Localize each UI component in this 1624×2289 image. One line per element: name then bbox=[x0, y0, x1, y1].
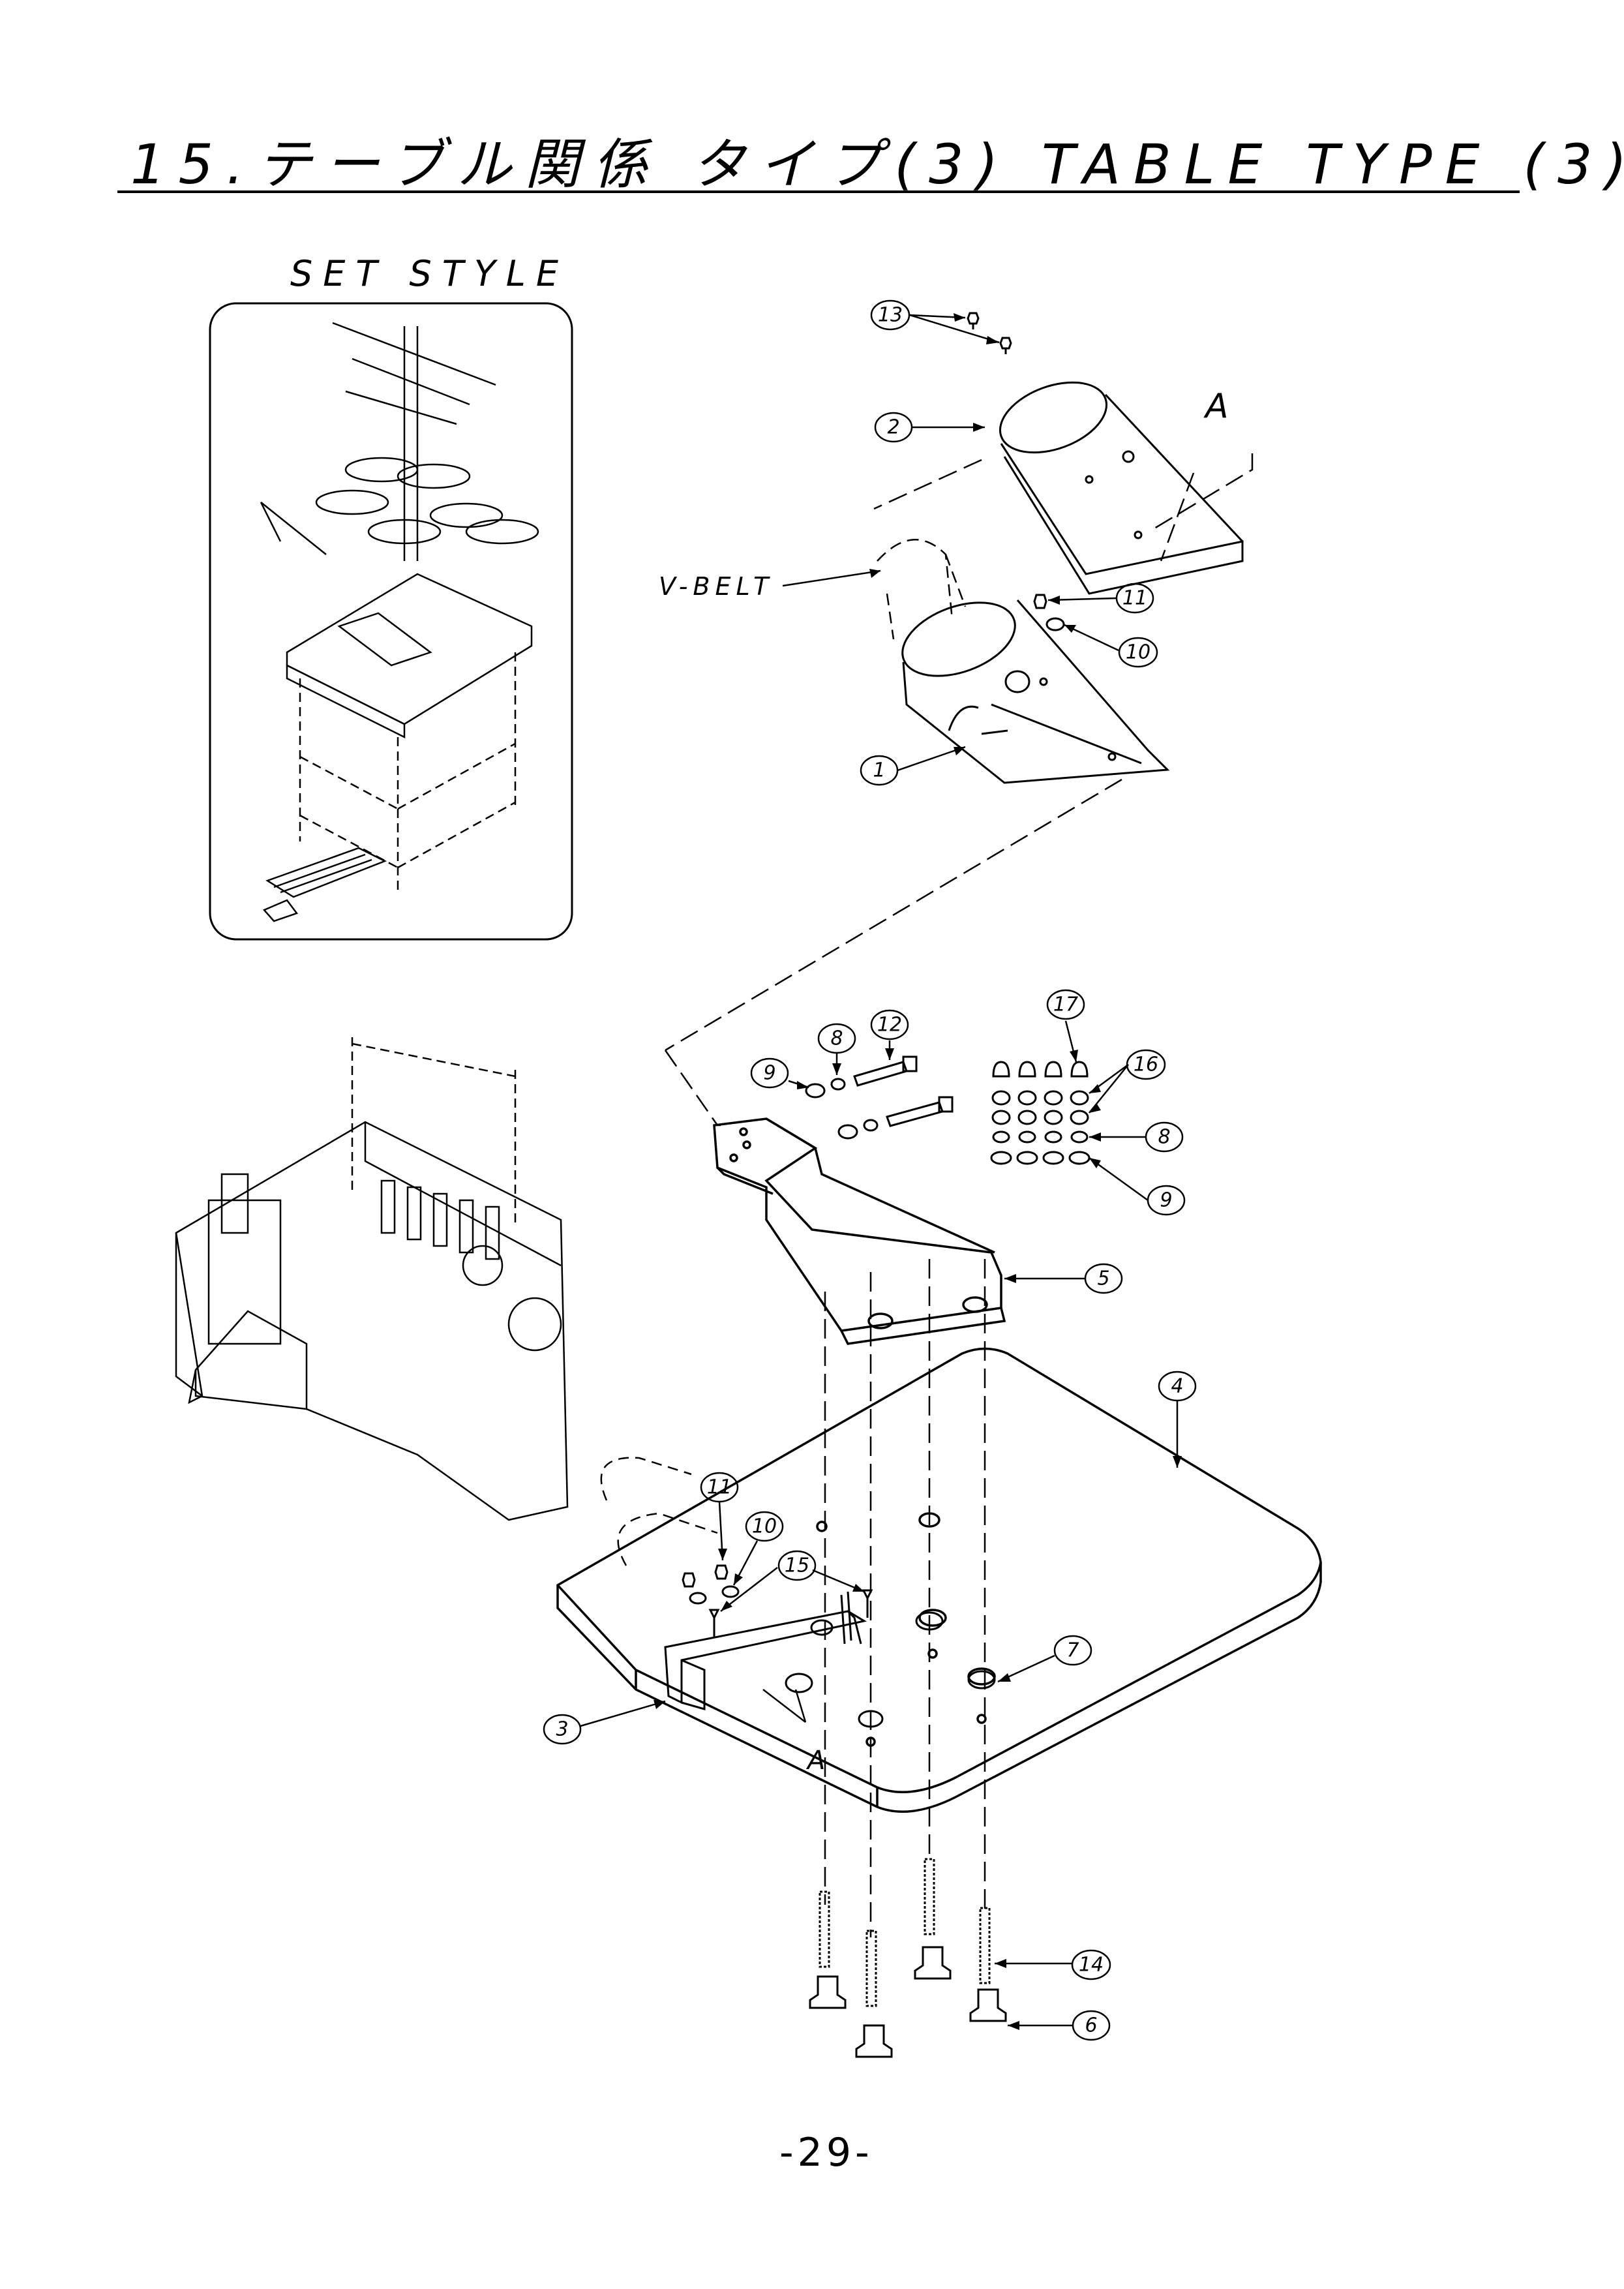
set-style-inset-frame bbox=[209, 302, 573, 941]
callout-5-circle bbox=[1084, 1263, 1123, 1294]
callout-15: 15 bbox=[785, 1554, 809, 1577]
callout-3: 3 bbox=[556, 1718, 568, 1741]
set-style-label: SET STYLE bbox=[290, 253, 569, 294]
motor-cover bbox=[713, 1117, 1006, 1345]
alignment-lines bbox=[664, 453, 1254, 1937]
callout-8b-circle bbox=[1145, 1121, 1184, 1153]
upper-belt-cover bbox=[999, 381, 1244, 595]
screw-13-pair bbox=[967, 312, 1012, 354]
callout-10: 10 bbox=[1126, 641, 1150, 664]
callout-8b: 8 bbox=[1158, 1126, 1170, 1149]
screws-table-bracket bbox=[682, 1564, 873, 1637]
threaded-rod bbox=[924, 1858, 935, 1935]
callout-3-circle bbox=[543, 1714, 582, 1745]
callout-11b-circle bbox=[700, 1472, 739, 1503]
callout-7-circle bbox=[1053, 1635, 1092, 1666]
bolts-12-washers bbox=[805, 1055, 954, 1140]
callout-10b-circle bbox=[745, 1511, 784, 1542]
nut-grid bbox=[990, 1061, 1090, 1165]
callout-circles bbox=[543, 299, 1197, 2041]
callout-14-circle bbox=[1071, 1949, 1111, 1980]
callout-5: 5 bbox=[1097, 1267, 1109, 1290]
callout-4: 4 bbox=[1171, 1375, 1183, 1398]
callout-1-circle bbox=[860, 755, 899, 786]
callout-8-circle bbox=[817, 1023, 856, 1054]
callout-7: 7 bbox=[1066, 1639, 1079, 1662]
callout-13: 13 bbox=[878, 304, 903, 327]
set-style-stand-illustration bbox=[260, 322, 539, 922]
needle-bar-assembly bbox=[380, 1179, 500, 1260]
callout-17-circle bbox=[1046, 989, 1085, 1020]
callout-13-circle bbox=[870, 299, 910, 331]
page-title: 15.テーブル関係 タイプ(3) TABLE TYPE (3) bbox=[130, 132, 1624, 196]
spacers-7 bbox=[858, 1611, 996, 1728]
belt-outline-table bbox=[600, 1457, 718, 1566]
callout-10-circle bbox=[1118, 637, 1158, 668]
threaded-rod bbox=[979, 1907, 991, 1984]
callout-11: 11 bbox=[1122, 587, 1147, 610]
callout-numbers: 13 2 11 10 1 17 12 8 9 16 8 9 5 4 11 10 … bbox=[556, 304, 1183, 2037]
callout-1: 1 bbox=[873, 759, 885, 782]
callout-11b: 11 bbox=[707, 1476, 732, 1499]
title-underline bbox=[117, 190, 1520, 193]
threaded-rod bbox=[865, 1930, 877, 2007]
callout-9: 9 bbox=[763, 1062, 775, 1085]
rods-14-feet-6 bbox=[809, 1858, 1007, 2058]
callout-11-circle bbox=[1115, 583, 1154, 614]
callout-9b-circle bbox=[1147, 1185, 1186, 1216]
lower-belt-cover bbox=[901, 599, 1170, 784]
threaded-rod bbox=[819, 1890, 830, 1968]
callout-15-circle bbox=[777, 1550, 817, 1581]
callout-8: 8 bbox=[830, 1027, 843, 1050]
arrowheads bbox=[654, 313, 1182, 2030]
sewing-machine-illustration bbox=[175, 1037, 569, 1521]
callout-17: 17 bbox=[1053, 993, 1078, 1016]
callout-12-circle bbox=[870, 1009, 909, 1040]
bracket bbox=[664, 1591, 867, 1710]
screw-11-washer-10-upper bbox=[1033, 594, 1065, 631]
callout-16-circle bbox=[1126, 1049, 1166, 1080]
callout-2: 2 bbox=[887, 416, 899, 439]
callout-2-circle bbox=[874, 412, 913, 443]
callout-4-circle bbox=[1158, 1371, 1197, 1402]
table-top bbox=[556, 1347, 1322, 1813]
v-belt-label: V-BELT bbox=[659, 572, 774, 601]
callout-9b: 9 bbox=[1160, 1189, 1172, 1212]
callout-6: 6 bbox=[1085, 2014, 1097, 2037]
callout-9-circle bbox=[750, 1057, 789, 1089]
callout-16: 16 bbox=[1134, 1054, 1158, 1076]
view-a-label-top: A bbox=[1203, 387, 1229, 426]
v-belt bbox=[877, 539, 967, 640]
callout-6-circle bbox=[1072, 2010, 1111, 2041]
page-number: -29- bbox=[779, 2130, 873, 2175]
callout-10b: 10 bbox=[752, 1515, 777, 1538]
callout-12: 12 bbox=[877, 1014, 902, 1037]
view-a-label-bottom: A bbox=[805, 1746, 825, 1776]
diagram-labels: V-BELT A A bbox=[659, 387, 1229, 1776]
callout-14: 14 bbox=[1079, 1954, 1104, 1977]
